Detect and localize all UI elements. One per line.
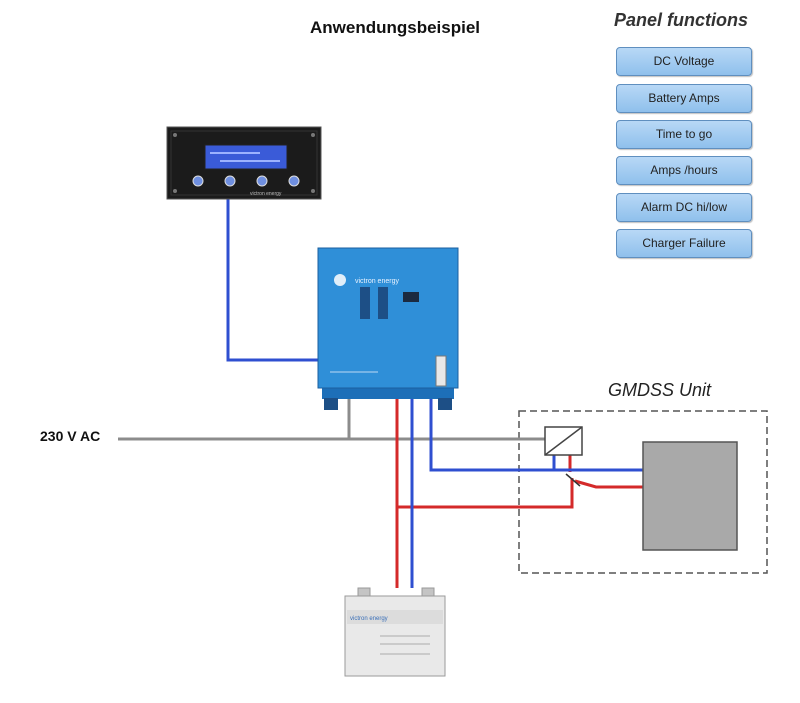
panel-function-battery-amps[interactable]: Battery Amps (616, 84, 752, 113)
battery-brand: victron energy (350, 616, 388, 622)
panel-function-time-to-go[interactable]: Time to go (616, 120, 752, 149)
panel-brand: victron energy (250, 191, 282, 197)
gmdss-enclosure (518, 410, 768, 574)
charger-brand: victron energy (355, 278, 399, 285)
gmdss-unit-label: GMDSS Unit (608, 380, 712, 400)
charger-logo-icon (334, 274, 346, 286)
remote-panel: victron energy (166, 126, 322, 200)
panel-function-alarm-dc[interactable]: Alarm DC hi/low (616, 193, 752, 222)
ac-supply-label: 230 V AC (40, 428, 101, 444)
panel-function-dc-voltage[interactable]: DC Voltage (616, 47, 752, 76)
panel-minus-knob (224, 175, 236, 187)
panel-lcd (204, 144, 288, 170)
relay-box (544, 426, 583, 456)
battery: victron energy (344, 587, 446, 677)
panel-plus-knob (256, 175, 268, 187)
switch-contact (565, 473, 581, 487)
panel-select-knob (288, 175, 300, 187)
charger-terminal (435, 355, 447, 387)
panel-function-charger-failure[interactable]: Charger Failure (616, 229, 752, 258)
positive-wires (395, 398, 644, 588)
ac-wire (118, 399, 545, 441)
battery-charger: victron energy (317, 247, 459, 410)
panel-setup-knob (192, 175, 204, 187)
gmdss-device (642, 441, 738, 551)
panel-function-amp-hours[interactable]: Amps /hours (616, 156, 752, 185)
page-title: Anwendungsbeispiel (310, 18, 481, 37)
panel-functions-heading: Panel functions (614, 10, 749, 30)
panel-cable (226, 198, 320, 362)
